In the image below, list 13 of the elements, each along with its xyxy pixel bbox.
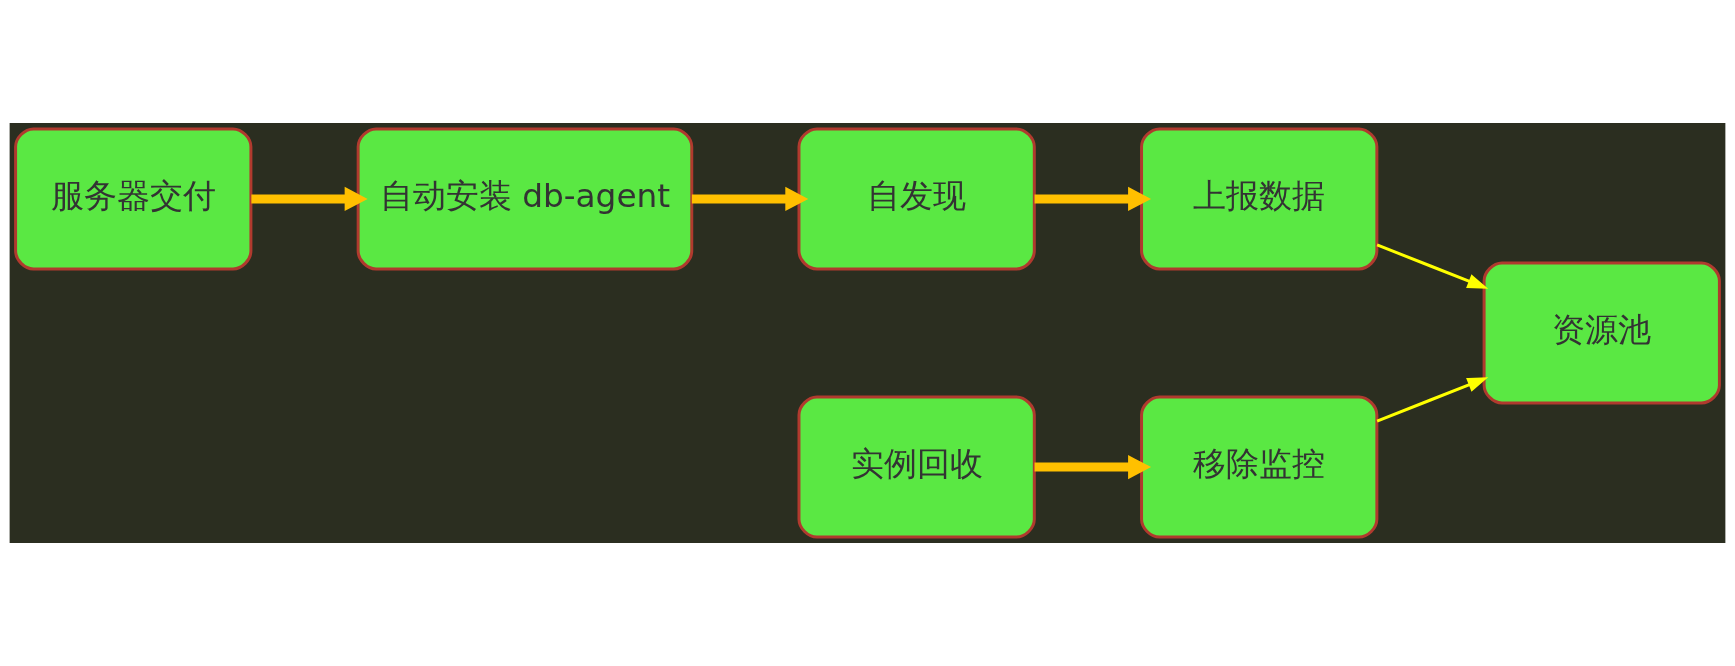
node-box: 实例回收: [797, 395, 1036, 539]
node-box: 自动安装 db-agent: [356, 127, 694, 271]
arrow: [1376, 243, 1489, 289]
node-box: 移除监控: [1140, 395, 1379, 539]
arrow: [1034, 186, 1152, 212]
node-box: 服务器交付: [14, 127, 253, 271]
node-box: 资源池: [1482, 261, 1721, 405]
arrow: [251, 186, 368, 212]
arrow: [1376, 377, 1489, 423]
arrow: [691, 186, 809, 212]
node-box: 自发现: [797, 127, 1036, 271]
node-box: 上报数据: [1140, 127, 1379, 271]
arrow: [1034, 454, 1152, 480]
